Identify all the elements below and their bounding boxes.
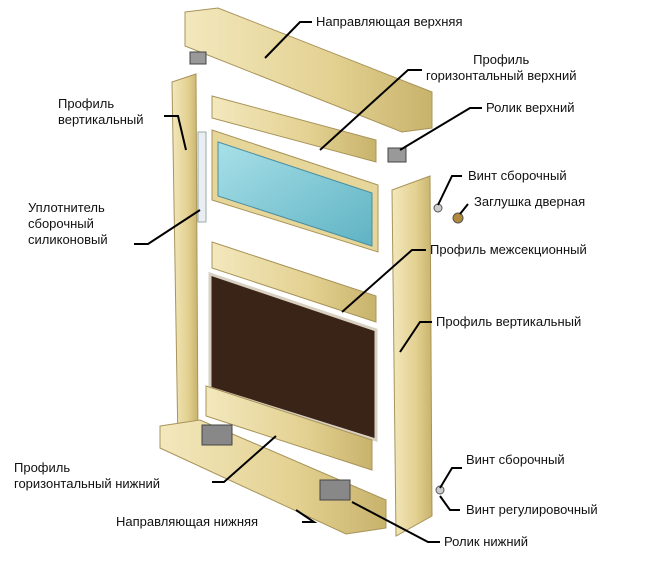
label-bottom-profile: Профиль горизонтальный нижний [14,460,160,492]
top-guide-rail [184,7,433,133]
label-top-guide: Направляющая верхняя [316,14,463,29]
label-left-vertical: Профиль вертикальный [58,96,144,128]
label-door-cap: Заглушка дверная [474,194,586,209]
right-vertical-profile [391,175,433,537]
top-horizontal-profile [211,95,377,163]
door-cap [452,212,464,224]
label-line: Профиль [58,96,115,111]
label-line: вертикальный [58,112,144,127]
label-bottom-roller: Ролик нижний [444,534,529,549]
label-screw-top: Винт сборочный [468,168,567,183]
screw-top [433,203,443,213]
label-line: силиконовый [28,232,108,247]
label-right-vertical: Профиль вертикальный [436,314,582,329]
label-line: горизонтальный нижний [14,476,161,491]
label-bottom-guide: Направляющая нижняя [116,514,259,529]
label-top-profile: Профиль горизонтальный верхний [426,52,576,84]
label-line: горизонтальный верхний [426,68,577,83]
label-seal: Уплотнитель сборочный силиконовый [28,200,108,248]
left-vertical-profile [171,73,199,447]
top-roller-left [189,51,207,65]
bottom-horizontal-profile [205,385,373,471]
label-mid-profile: Профиль межсекционный [430,242,587,257]
seal-strip [197,131,207,223]
label-top-roller: Ролик верхний [486,100,575,115]
wood-panel [208,271,378,443]
label-screw-bottom: Винт сборочный [466,452,565,467]
label-adjust-screw: Винт регулировочный [466,502,598,517]
leader-lines [134,21,482,543]
label-line: сборочный [28,216,94,231]
label-line: Профиль [473,52,530,67]
top-roller-right [387,147,407,163]
mid-section-profile [211,241,377,323]
bottom-roller-left [201,424,233,446]
label-line: Уплотнитель [28,200,105,215]
screw-bottom [435,485,445,495]
bottom-guide-rail [159,419,387,535]
bottom-roller-right [319,479,351,501]
label-line: Профиль [14,460,71,475]
glass [217,141,373,247]
